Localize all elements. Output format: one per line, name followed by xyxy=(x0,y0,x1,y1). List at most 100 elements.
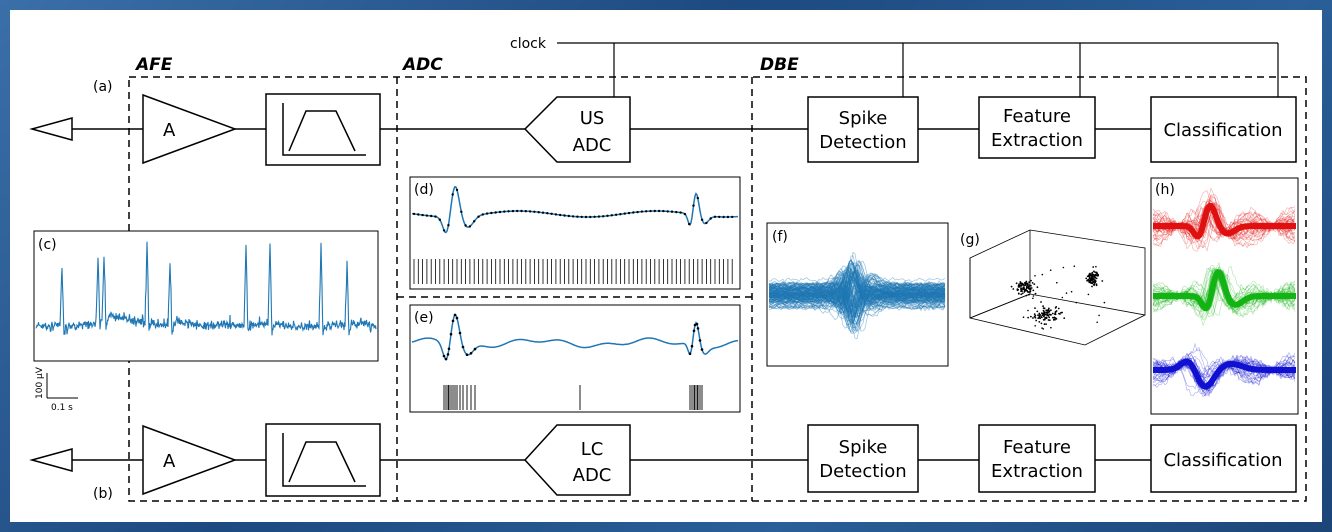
sample-dot xyxy=(696,327,700,330)
cluster-point xyxy=(1028,281,1030,283)
sample-dot xyxy=(449,332,453,336)
panel-g-feature-clusters xyxy=(1010,265,1106,330)
overlay-spike-line xyxy=(769,273,946,330)
overlay-spike-line xyxy=(769,272,946,309)
overlay-spike-line xyxy=(769,284,946,312)
sample-dot xyxy=(726,215,730,219)
overlay-spike-line xyxy=(769,292,946,319)
cluster-point xyxy=(1042,318,1045,321)
overlay-spike-line xyxy=(769,273,946,300)
overlay-spike-line xyxy=(769,278,946,315)
sample-dot xyxy=(571,215,575,218)
class-mean-line xyxy=(1153,268,1296,312)
adc-pentagon-icon xyxy=(523,424,631,496)
overlay-spike-line xyxy=(769,282,946,327)
adc-label: ADC xyxy=(401,55,443,75)
sample-dot xyxy=(692,204,695,207)
panel-d-uniform-samples xyxy=(411,185,739,284)
overlay-spike-line xyxy=(769,268,946,308)
cluster-point xyxy=(1092,266,1095,268)
cluster-point xyxy=(1038,314,1041,316)
sample-dot xyxy=(503,210,506,213)
cluster-point xyxy=(1032,317,1034,319)
overlay-spike-line xyxy=(769,271,946,312)
overlay-spike-line xyxy=(769,260,946,306)
class-mean-line xyxy=(1153,202,1296,240)
cluster-point xyxy=(1095,271,1098,274)
cluster-point xyxy=(1073,265,1076,268)
cluster-point xyxy=(1017,292,1020,295)
overlay-spike-line xyxy=(769,280,946,314)
sample-dot xyxy=(455,188,459,192)
sample-dot xyxy=(546,212,549,215)
cluster-point xyxy=(1054,307,1057,309)
overlay-spike-line xyxy=(769,266,946,308)
overlay-spike-line xyxy=(769,279,946,321)
overlay-spike-line xyxy=(769,288,946,313)
cluster-point xyxy=(1059,313,1061,315)
cluster-point xyxy=(1022,286,1025,289)
lc-adc-line2: ADC xyxy=(573,465,612,486)
sample-dot xyxy=(688,222,691,226)
cluster-point xyxy=(1036,286,1039,289)
sample-dot xyxy=(438,218,441,221)
spike-detection-top-line1: Spike xyxy=(839,108,888,129)
feature-extraction-bottom-line1: Feature xyxy=(1003,437,1071,458)
cluster-point xyxy=(1091,275,1094,278)
sample-dot xyxy=(447,224,450,227)
cluster-point xyxy=(1028,293,1030,296)
cluster-point xyxy=(1093,284,1095,286)
overlay-spike-line xyxy=(769,273,946,318)
cluster-point xyxy=(1028,291,1030,293)
overlay-spike-line xyxy=(769,279,946,319)
cluster-point xyxy=(1091,285,1093,288)
cluster-point xyxy=(1045,311,1048,314)
sample-dot xyxy=(494,211,497,214)
sample-dot xyxy=(690,344,694,348)
sample-dot xyxy=(458,331,462,335)
overlay-spike-line xyxy=(769,262,946,302)
panel-g-label: (g) xyxy=(960,232,980,248)
sample-dot xyxy=(675,210,678,214)
cluster-point xyxy=(1094,281,1097,284)
overlay-spike-line xyxy=(769,274,946,318)
overlay-spike-line xyxy=(769,288,946,333)
panel-h-label: (h) xyxy=(1155,182,1175,198)
feature-extraction-block-bottom xyxy=(978,424,1096,493)
overlay-spike-line xyxy=(769,274,946,308)
overlay-spike-line xyxy=(769,283,946,321)
overlay-spike-line xyxy=(769,262,946,301)
panel-f-spike-overlay xyxy=(769,251,946,340)
class-spike-line xyxy=(1153,269,1296,311)
panel-c-frame xyxy=(33,230,379,362)
overlay-spike-line xyxy=(769,281,946,326)
overlay-spike-line xyxy=(769,272,946,306)
us-adc-line2: ADC xyxy=(573,135,612,156)
cluster-point xyxy=(1051,312,1054,315)
overlay-spike-line xyxy=(769,288,946,308)
overlay-spike-line xyxy=(769,263,946,304)
sample-dot xyxy=(606,214,609,217)
cluster-point xyxy=(1063,317,1066,319)
cluster-point xyxy=(1036,310,1039,313)
sample-dot xyxy=(623,212,626,215)
panel-g-3d-axes xyxy=(969,229,1146,346)
overlay-spike-line xyxy=(769,268,946,314)
overlay-spike-line xyxy=(769,275,946,299)
sample-dot xyxy=(636,210,639,214)
us-adc-line1: US xyxy=(580,108,605,129)
cluster-point xyxy=(1034,307,1036,309)
cluster-point xyxy=(1046,309,1049,312)
sample-dot xyxy=(528,210,532,213)
sample-dot xyxy=(446,353,450,356)
sample-dot xyxy=(700,218,704,221)
sample-dot xyxy=(485,212,489,215)
overlay-spike-line xyxy=(769,280,946,303)
overlay-spike-line xyxy=(769,290,946,324)
overlay-spike-line xyxy=(769,269,946,304)
overlay-spike-line xyxy=(769,285,946,324)
overlay-spike-line xyxy=(769,272,946,317)
sample-dot xyxy=(722,215,725,219)
sample-dot xyxy=(731,215,734,219)
sample-dot xyxy=(453,313,457,317)
